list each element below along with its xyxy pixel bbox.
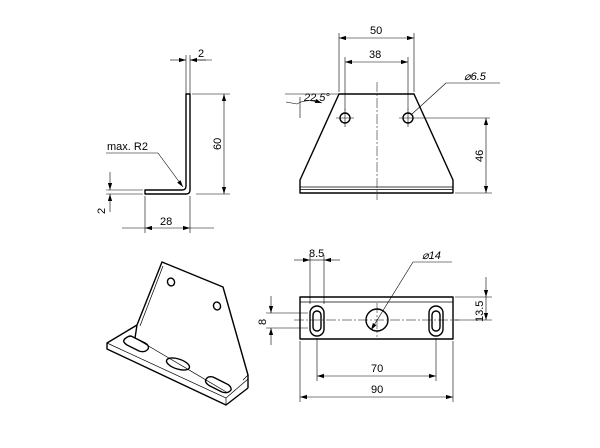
dim-front-hole-diameter: ⌀6.5 [464,71,487,83]
dim-front-height: 46 [474,150,486,162]
iso-slot-left [123,335,150,353]
dim-top-depth: 13.5 [474,301,486,322]
dim-top-overall-width: 90 [371,384,383,396]
dim-top-slot-spacing: 70 [371,363,383,375]
dim-top-slot-width: 8.5 [309,248,324,260]
dim-side-base-length: 28 [160,216,172,228]
top-slot-left [309,305,325,337]
dim-side-thickness: 2 [198,48,204,60]
dim-front-top-width: 50 [370,25,382,37]
iso-base-plate [106,324,249,406]
front-view: 50 38 22.5° ⌀6.5 46 [285,25,500,200]
iso-center-hole [165,357,191,371]
dim-side-base-thickness: 2 [96,208,108,214]
iso-vertical-plate [136,261,249,388]
dim-side-height: 60 [212,138,224,150]
top-view: 8.5 ⌀14 13.5 8 70 90 [257,248,492,402]
dim-top-slot-height: 8 [257,319,269,325]
isometric-view [106,261,249,406]
iso-slot-right [204,375,232,394]
dim-top-center-hole-diameter: ⌀14 [422,250,441,262]
front-view-outline [299,93,454,194]
dim-front-angle: 22.5° [303,92,330,104]
side-view: 2 60 max. R2 2 28 [96,48,230,233]
side-view-profile [144,93,191,195]
top-center-hole [365,308,389,332]
top-view-outline [299,296,454,340]
dim-front-hole-spacing: 38 [369,49,381,61]
dim-side-bend-radius: max. R2 [107,141,148,153]
top-slot-right [428,305,444,337]
